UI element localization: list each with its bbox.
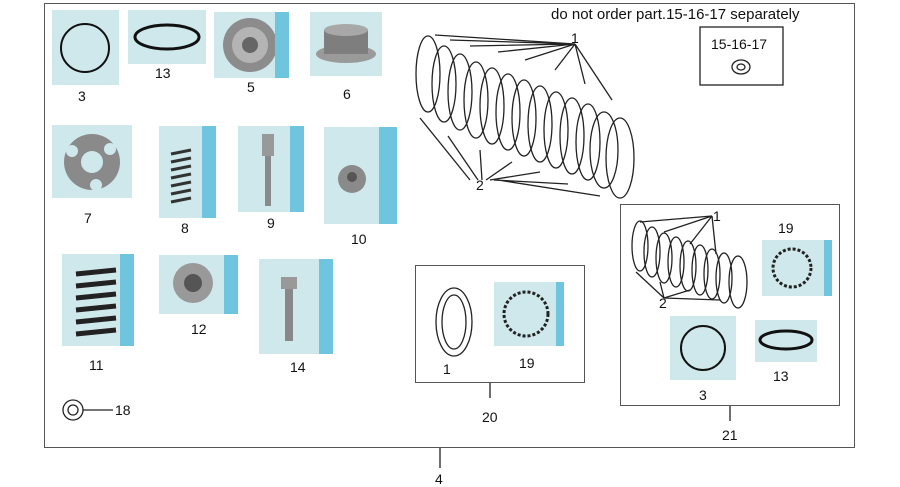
label-part-13: 13: [155, 65, 171, 81]
label-kit-20: 20: [482, 409, 498, 425]
part-9-photo[interactable]: [238, 126, 304, 212]
part-13-photo[interactable]: [128, 10, 206, 64]
kit-20-box: [415, 265, 585, 383]
label-part-5: 5: [247, 79, 255, 95]
label-part-12: 12: [191, 321, 207, 337]
label-part-15-16-17: 15-16-17: [711, 36, 768, 52]
label-part-1-kit20: 1: [443, 361, 451, 377]
part-10-photo[interactable]: [324, 127, 397, 224]
part-3-photo[interactable]: [52, 10, 119, 85]
part-5-photo[interactable]: [214, 12, 289, 78]
label-part-2: 2: [476, 177, 484, 193]
order-note: do not order part.15-16-17 separately: [551, 6, 800, 23]
label-part-6: 6: [343, 86, 351, 102]
part-14-photo[interactable]: [259, 259, 333, 354]
diagram-frame: [44, 3, 855, 448]
label-part-9: 9: [267, 215, 275, 231]
part-7-photo[interactable]: [52, 125, 132, 198]
label-kit-21: 21: [722, 427, 738, 443]
part-13-photo-kit21[interactable]: [755, 320, 817, 362]
label-part-11: 11: [89, 357, 104, 373]
part-12-photo[interactable]: [159, 255, 238, 314]
label-part-1: 1: [571, 30, 579, 46]
label-part-18: 18: [115, 402, 131, 418]
label-part-14: 14: [290, 359, 306, 375]
part-8-photo[interactable]: [159, 126, 216, 218]
part-6-photo[interactable]: [310, 12, 382, 76]
label-part-3-kit21: 3: [699, 387, 707, 403]
label-part-7: 7: [84, 210, 92, 226]
label-part-1-kit21: 1: [713, 208, 721, 224]
label-part-3: 3: [78, 88, 86, 104]
part-19-photo-kit20[interactable]: [494, 282, 564, 346]
part-19-photo-kit21[interactable]: [762, 240, 832, 296]
label-part-19-kit20: 19: [519, 355, 535, 371]
part-3-photo-kit21[interactable]: [670, 316, 736, 380]
label-part-13-kit21: 13: [773, 368, 789, 384]
part-11-photo[interactable]: [62, 254, 134, 346]
label-part-8: 8: [181, 220, 189, 236]
label-part-10: 10: [351, 231, 367, 247]
kit-21-box: [620, 204, 840, 406]
label-part-19-kit21: 19: [778, 220, 794, 236]
label-part-4: 4: [435, 471, 443, 487]
label-part-2-kit21: 2: [659, 295, 667, 311]
